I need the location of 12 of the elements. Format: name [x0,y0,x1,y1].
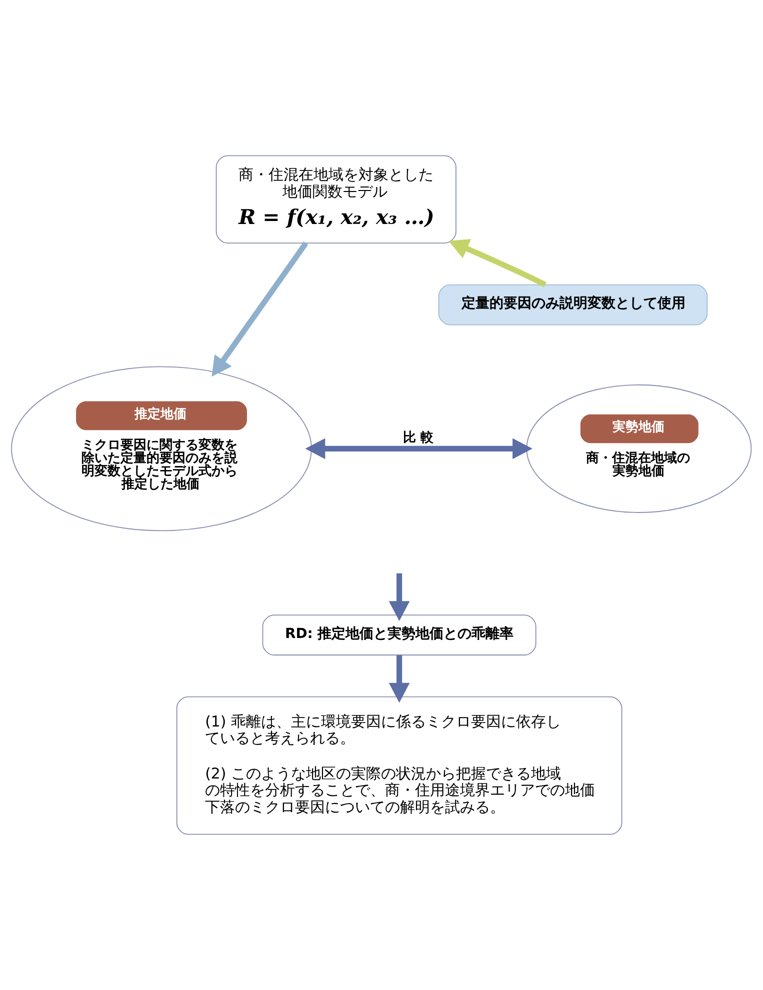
node-box: 商・住混在地域を対象とした地価関数モデル R = f(x₁, x₂, x₃ …) [216,155,456,244]
node-box: RD: 推定地価と実勢地価との乖離率 [262,614,536,656]
arrow [448,239,547,288]
arrow [388,655,410,703]
node-ellipse: 実勢地価 商・住混在地域の実勢地価 [526,384,752,513]
edge-label: 比 較 [403,430,434,446]
arrow [212,242,308,377]
node-ellipse: 推定地価 ミクロ要因に関する変数を除いた定量的要因のみを説明変数としたモデル式から推定した地価 [11,366,312,532]
arrow [388,573,410,622]
node-box: (1) 乖離は、主に環境要因に係るミクロ要因に依存していると考えられる。 (2) このような地区の実際の状況から把握できる地域の特性を分析することで、商・住用途境界エリアでの地価下落のミクロ要因についての解明を試みる。 [176,696,622,835]
node-box: 定量的要因のみ説明変数として使用 [438,284,708,326]
arrow [305,438,532,460]
